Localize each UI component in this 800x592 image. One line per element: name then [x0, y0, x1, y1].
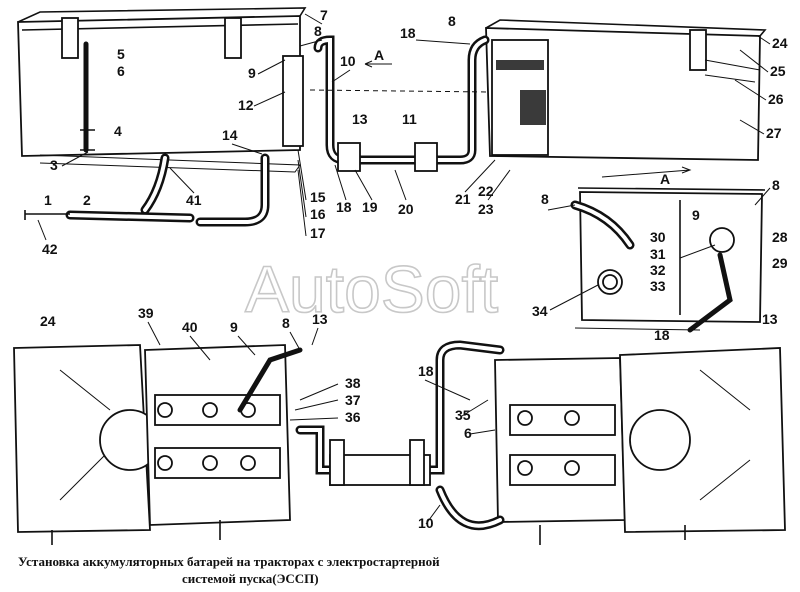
top-cables [24, 35, 491, 227]
callout-18: 18 [336, 199, 352, 215]
callout-9c: 9 [230, 319, 238, 335]
view-marker-side: А [660, 171, 670, 187]
callout-21: 21 [455, 191, 471, 207]
callout-30: 30 [650, 229, 666, 245]
callout-9: 9 [248, 65, 256, 81]
caption-line-2: системой пуска(ЭССП) [182, 571, 319, 586]
callout-29: 29 [772, 255, 788, 271]
callout-4: 4 [114, 123, 122, 139]
callout-13b: 13 [762, 311, 778, 327]
callout-24: 24 [772, 35, 788, 51]
callout-8d: 8 [772, 177, 780, 193]
caption-line-1: Установка аккумуляторных батарей на трак… [18, 554, 440, 569]
callout-5: 5 [117, 46, 125, 62]
callout-6: 6 [117, 63, 125, 79]
callout-22: 22 [478, 183, 494, 199]
callout-19: 19 [362, 199, 378, 215]
callout-16: 16 [310, 206, 326, 222]
callout-38: 38 [345, 375, 361, 391]
watermark: AutoSoft [245, 252, 498, 326]
callout-36: 36 [345, 409, 361, 425]
callout-31: 31 [650, 246, 666, 262]
callout-20: 20 [398, 201, 414, 217]
callout-42: 42 [42, 241, 58, 257]
callout-8c: 8 [541, 191, 549, 207]
callout-10: 10 [340, 53, 356, 69]
view-a-box [570, 187, 766, 333]
callout-13c: 13 [312, 311, 328, 327]
callout-8: 8 [314, 23, 322, 39]
callout-7: 7 [320, 7, 328, 23]
callout-2: 2 [83, 192, 91, 208]
callout-18d: 18 [418, 363, 434, 379]
callout-18b: 18 [400, 25, 416, 41]
bottom-plan-view [13, 340, 786, 545]
callout-27: 27 [766, 125, 782, 141]
callout-32: 32 [650, 262, 666, 278]
callout-1: 1 [44, 192, 52, 208]
callout-33: 33 [650, 278, 666, 294]
callout-13: 13 [352, 111, 368, 127]
callout-24b: 24 [40, 313, 56, 329]
right-battery-box [485, 19, 767, 161]
view-marker-top: А [374, 47, 384, 63]
callout-8e: 8 [282, 315, 290, 331]
callout-17: 17 [310, 225, 326, 241]
callout-11: 11 [402, 111, 417, 127]
callout-39: 39 [138, 305, 154, 321]
callout-3: 3 [50, 157, 58, 173]
left-battery-box [17, 7, 307, 173]
callout-25: 25 [770, 63, 786, 79]
callout-37: 37 [345, 392, 361, 408]
callout-23: 23 [478, 201, 494, 217]
callout-9b: 9 [692, 207, 700, 223]
callout-28: 28 [772, 229, 788, 245]
callout-6b: 6 [464, 425, 472, 441]
callout-12: 12 [238, 97, 254, 113]
leader-lines [37, 13, 771, 525]
callout-8b: 8 [448, 13, 456, 29]
callout-15: 15 [310, 189, 326, 205]
callout-40: 40 [182, 319, 198, 335]
callout-14: 14 [222, 127, 238, 143]
callout-41: 41 [186, 192, 202, 208]
callout-34: 34 [532, 303, 548, 319]
callout-26: 26 [768, 91, 784, 107]
callout-18c: 18 [654, 327, 670, 343]
